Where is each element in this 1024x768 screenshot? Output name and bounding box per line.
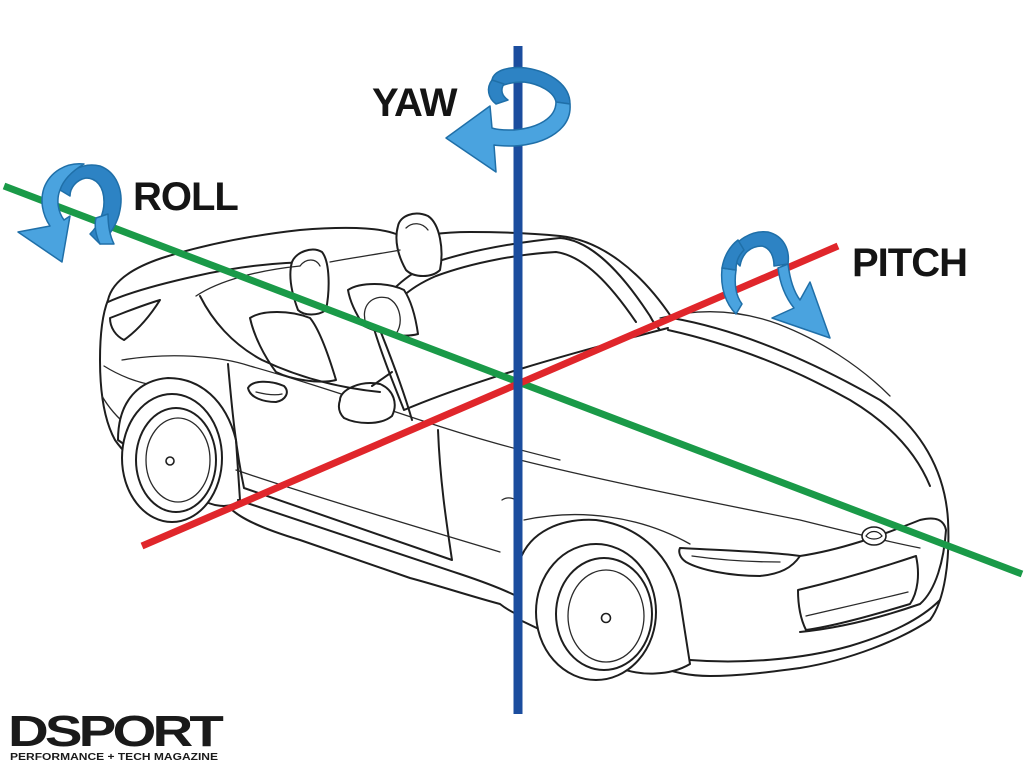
logo-wordmark: DSPORT bbox=[8, 707, 224, 756]
roll-rotation-arrow-icon bbox=[17, 163, 122, 263]
steering-wheel bbox=[363, 296, 401, 335]
tail-light bbox=[109, 299, 161, 341]
car-illustration bbox=[99, 212, 950, 681]
roll-axis-line bbox=[2, 182, 1024, 578]
rear-wheel bbox=[121, 393, 223, 523]
yaw-label: YAW bbox=[372, 81, 458, 125]
pitch-label: PITCH bbox=[852, 241, 967, 285]
logo-tagline: PERFORMANCE + TECH MAGAZINE bbox=[10, 751, 218, 763]
front-wheel bbox=[535, 543, 657, 681]
pitch-rotation-arrow-icon bbox=[720, 231, 831, 339]
pitch-axis-line bbox=[140, 242, 840, 550]
side-mirror bbox=[337, 382, 396, 424]
rear-deck-line bbox=[107, 261, 319, 303]
headlight bbox=[678, 547, 801, 577]
windshield-frame bbox=[371, 237, 661, 331]
yaw-rotation-arrow-icon bbox=[445, 66, 571, 173]
door-handle bbox=[247, 380, 288, 403]
dsport-logo: DSPORT PERFORMANCE + TECH MAGAZINE bbox=[8, 707, 227, 763]
mazda-badge-icon bbox=[861, 526, 887, 546]
roll-label: ROLL bbox=[133, 175, 238, 219]
side-character-line bbox=[121, 355, 561, 461]
door-outline bbox=[227, 363, 453, 561]
side-sill bbox=[237, 499, 525, 601]
hood-line bbox=[667, 329, 931, 487]
